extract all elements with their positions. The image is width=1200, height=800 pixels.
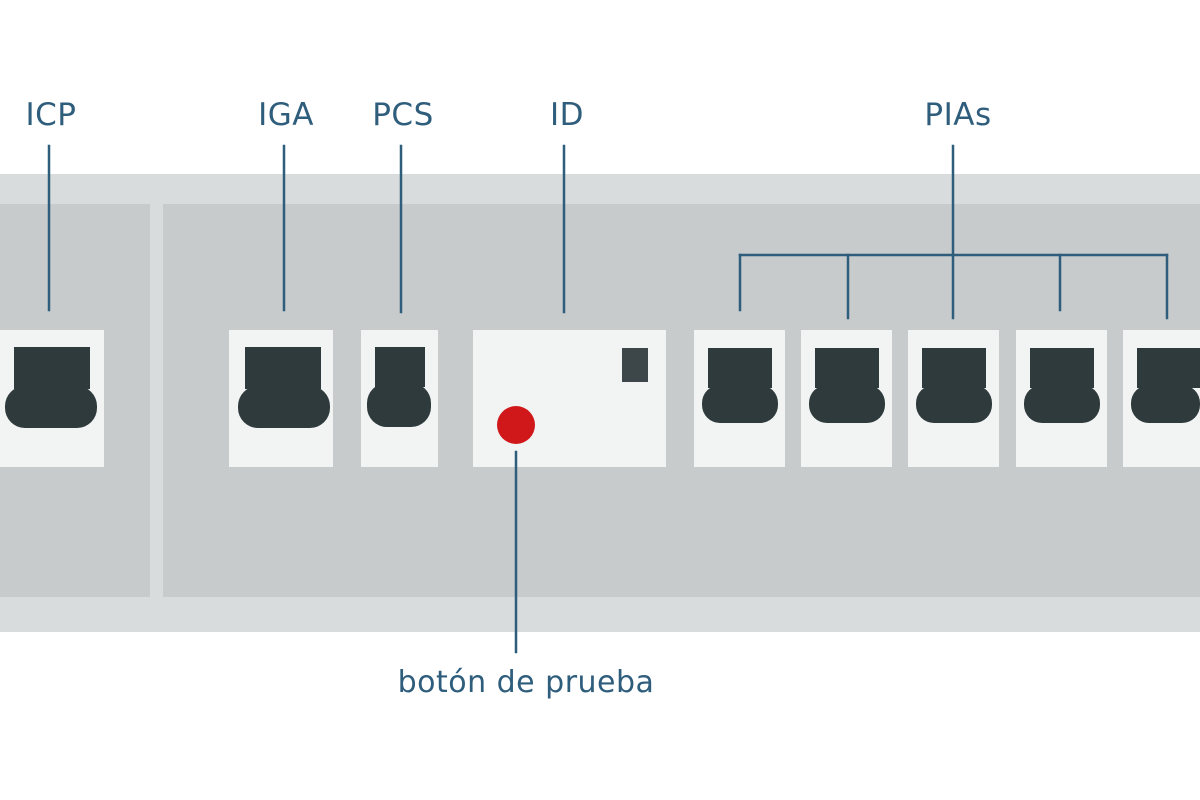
pia-module-1 (694, 330, 785, 467)
iga-module (229, 330, 333, 467)
pia-module-4 (1016, 330, 1107, 467)
iga-switch-top (245, 347, 321, 389)
id-module (473, 330, 666, 467)
id-indicator (622, 348, 648, 382)
pcs-module (361, 330, 438, 467)
icp-switch-top (14, 347, 90, 389)
pia-module-2 (801, 330, 892, 467)
label-icp: ICP (25, 97, 77, 133)
label-pias: PIAs (924, 97, 992, 133)
label-iga: IGA (258, 97, 314, 133)
iga-switch-lever (238, 386, 330, 428)
pcs-switch-lever (367, 383, 431, 427)
label-pcs: PCS (372, 97, 434, 133)
pcs-switch-top (375, 347, 425, 387)
icp-switch-lever (5, 386, 97, 428)
label-test-button: botón de prueba (397, 665, 655, 700)
test-button (497, 406, 535, 444)
pia-module-3 (908, 330, 999, 467)
pia-module-5 (1123, 330, 1200, 467)
icp-module (0, 330, 104, 467)
label-id: ID (549, 97, 585, 133)
